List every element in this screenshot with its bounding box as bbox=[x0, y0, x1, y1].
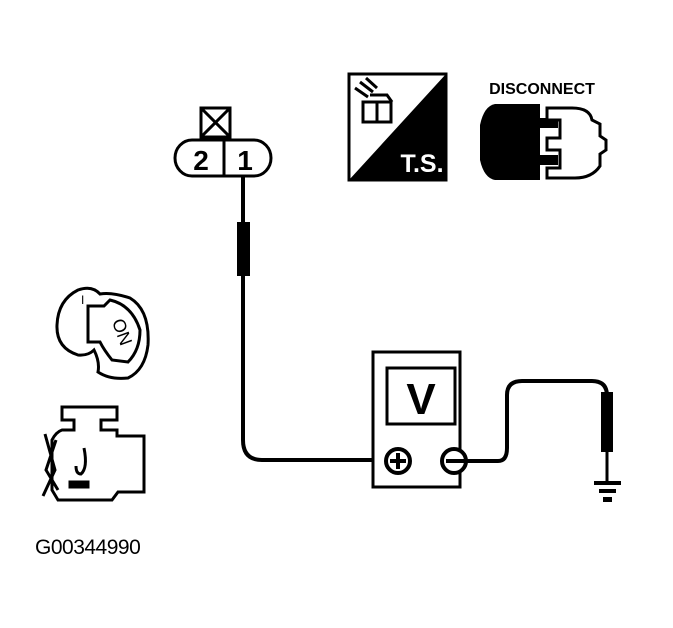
voltmeter-unit: V bbox=[406, 375, 436, 424]
negative-probe bbox=[601, 392, 613, 452]
connector-pin-1: 1 bbox=[237, 145, 253, 176]
negative-lead-wire bbox=[460, 379, 609, 463]
figure-id: G00344990 bbox=[35, 536, 141, 559]
positive-probe bbox=[237, 222, 250, 276]
connector-lock-box bbox=[199, 106, 232, 139]
disconnect-icon: DISCONNECT bbox=[480, 81, 608, 180]
engine-icon bbox=[41, 405, 146, 502]
ignition-position-mark: I bbox=[81, 293, 84, 307]
voltmeter-display bbox=[385, 366, 457, 426]
connector: 2 1 bbox=[173, 106, 273, 178]
positive-lead-wire bbox=[241, 176, 385, 462]
disconnect-label: DISCONNECT bbox=[489, 81, 595, 98]
voltmeter: V bbox=[371, 350, 468, 489]
ts-label: T.S. bbox=[400, 150, 443, 178]
ground-icon bbox=[594, 481, 621, 502]
ts-icon: T.S. bbox=[347, 72, 448, 182]
ignition-key-icon: ON I bbox=[55, 286, 150, 380]
plus-sign bbox=[390, 453, 406, 469]
connector-pin-2: 2 bbox=[193, 145, 209, 176]
connector-body bbox=[173, 138, 273, 178]
connector-lock-cross bbox=[199, 106, 232, 139]
